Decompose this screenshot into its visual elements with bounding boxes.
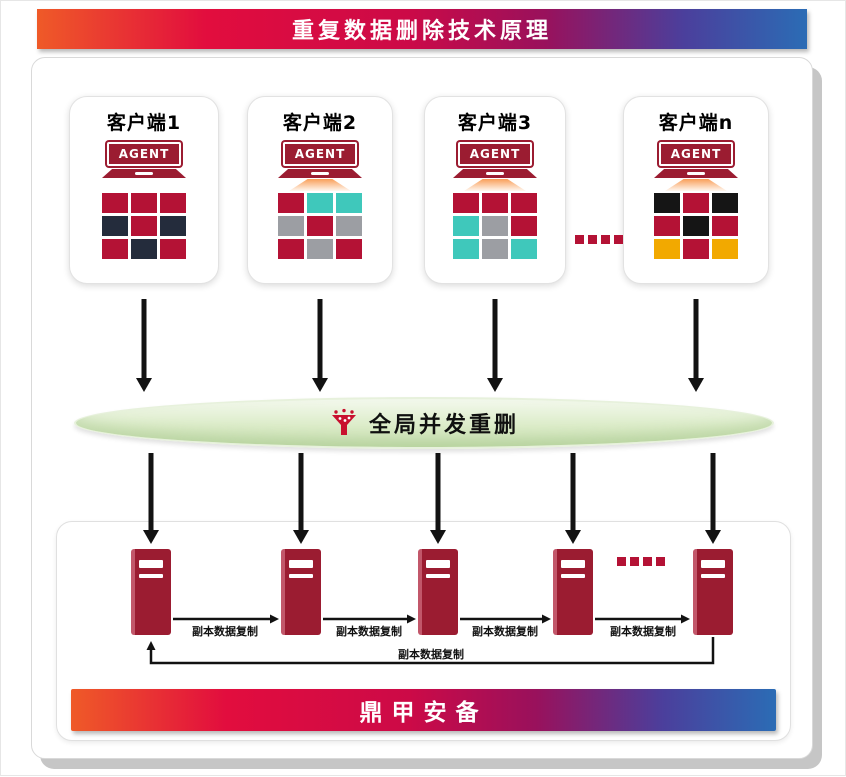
client-title: 客户端3 — [457, 112, 533, 134]
scan-beam-icon — [665, 179, 727, 191]
server-slot — [139, 574, 163, 578]
data-block — [482, 239, 508, 259]
data-block — [511, 193, 537, 213]
data-block — [453, 216, 479, 236]
laptop-base-icon — [102, 169, 186, 178]
client-title: 客户端1 — [106, 112, 182, 134]
data-block — [336, 216, 362, 236]
funnel-icon — [331, 408, 356, 435]
server-slot — [139, 560, 163, 568]
client-card-3: 客户端3 AGENT — [424, 96, 566, 284]
storage-server-3 — [418, 549, 458, 635]
data-block-grid — [102, 193, 186, 259]
data-block — [307, 193, 333, 213]
server-slot — [701, 574, 725, 578]
data-block — [712, 216, 738, 236]
data-block — [683, 216, 709, 236]
server-slot — [701, 560, 725, 568]
data-block — [654, 193, 680, 213]
data-block — [131, 193, 157, 213]
servers-ellipsis-dots — [617, 557, 665, 566]
data-block — [102, 216, 128, 236]
server-slot — [426, 560, 450, 568]
return-arrow-label: 副本数据复制 — [398, 648, 464, 661]
laptop-base-icon — [654, 169, 738, 178]
server-slot — [289, 574, 313, 578]
copy-arrow-label: 副本数据复制 — [472, 625, 538, 638]
data-block — [278, 193, 304, 213]
data-block — [712, 193, 738, 213]
dedup-label: 全局并发重删 — [368, 413, 519, 438]
clients-ellipsis-dots — [575, 235, 623, 244]
data-block — [102, 239, 128, 259]
scan-beam-icon — [464, 179, 526, 191]
server-slot — [561, 574, 585, 578]
page-title-banner: 重复数据删除技术原理 — [37, 9, 807, 49]
copy-arrow-label: 副本数据复制 — [610, 625, 676, 638]
data-block-grid — [453, 193, 537, 259]
agent-badge-icon: AGENT — [106, 142, 182, 166]
brand-banner: 鼎甲安备 — [71, 689, 776, 731]
server-slot — [426, 574, 450, 578]
page-title: 重复数据删除技术原理 — [291, 19, 552, 44]
data-block — [160, 193, 186, 213]
storage-server-4 — [553, 549, 593, 635]
data-block — [683, 239, 709, 259]
storage-server-5 — [693, 549, 733, 635]
data-block — [482, 216, 508, 236]
copy-arrow-label: 副本数据复制 — [192, 625, 258, 638]
client-card-n: 客户端n AGENT — [623, 96, 769, 284]
data-block — [131, 239, 157, 259]
data-block — [160, 239, 186, 259]
data-block — [654, 216, 680, 236]
laptop-base-icon — [278, 169, 362, 178]
brand-name: 鼎甲安备 — [359, 700, 488, 726]
data-block — [453, 193, 479, 213]
dedup-ellipse: 全局并发重删 — [74, 397, 774, 449]
laptop-base-icon — [453, 169, 537, 178]
storage-server-1 — [131, 549, 171, 635]
client-card-2: 客户端2 AGENT — [247, 96, 393, 284]
data-block — [336, 239, 362, 259]
data-block — [336, 193, 362, 213]
data-block — [511, 216, 537, 236]
agent-badge-icon: AGENT — [658, 142, 734, 166]
data-block — [712, 239, 738, 259]
server-slot — [561, 560, 585, 568]
client-title: 客户端n — [658, 112, 734, 134]
data-block — [683, 193, 709, 213]
agent-badge-icon: AGENT — [457, 142, 533, 166]
storage-server-2 — [281, 549, 321, 635]
copy-arrow-label: 副本数据复制 — [336, 625, 402, 638]
client-title: 客户端2 — [282, 112, 358, 134]
data-block — [482, 193, 508, 213]
server-slot — [289, 560, 313, 568]
data-block-grid — [278, 193, 362, 259]
data-block — [102, 193, 128, 213]
data-block — [453, 239, 479, 259]
data-block — [307, 239, 333, 259]
scan-beam-icon — [289, 179, 351, 191]
data-block-grid — [654, 193, 738, 259]
data-block — [511, 239, 537, 259]
client-card-1: 客户端1 AGENT — [69, 96, 219, 284]
agent-badge-icon: AGENT — [282, 142, 358, 166]
data-block — [307, 216, 333, 236]
data-block — [278, 216, 304, 236]
data-block — [160, 216, 186, 236]
data-block — [278, 239, 304, 259]
data-block — [131, 216, 157, 236]
data-block — [654, 239, 680, 259]
